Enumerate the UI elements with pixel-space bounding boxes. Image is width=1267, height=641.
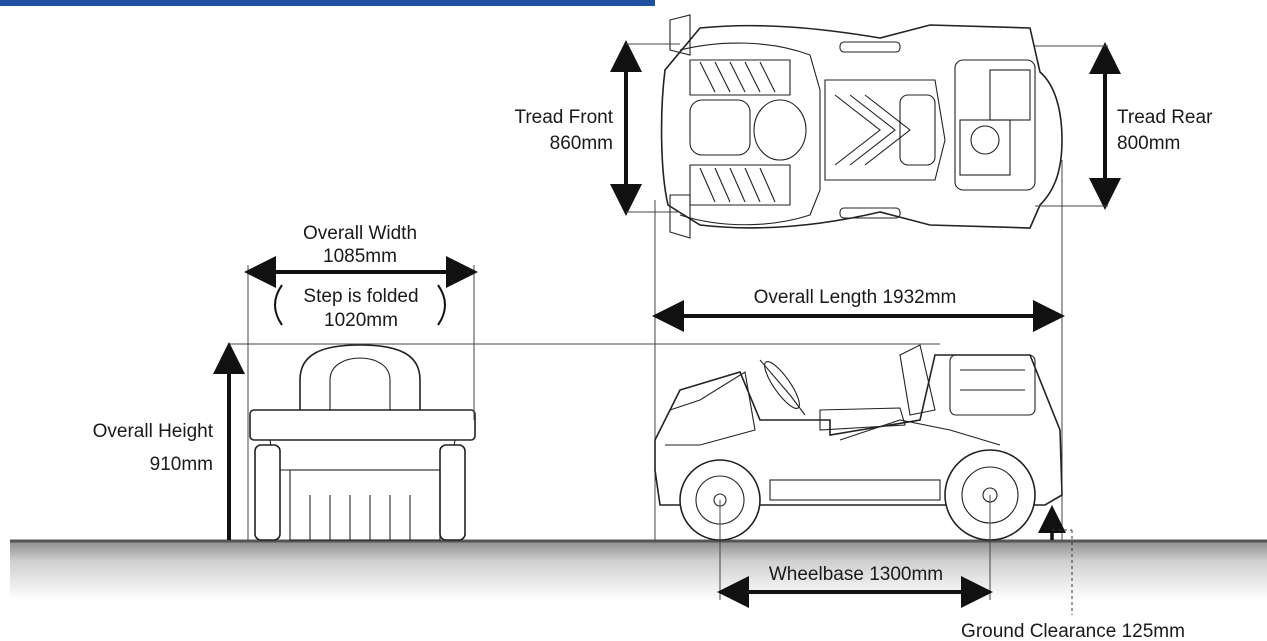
tread-rear-label: Tread Rear	[1117, 107, 1213, 128]
overall-height-label: Overall Height	[93, 421, 214, 442]
overall-length-label: Overall Length 1932mm	[754, 287, 957, 308]
vehicle-side-view	[654, 344, 1063, 541]
overall-width-label: Overall Width	[303, 223, 417, 244]
vehicle-top-view	[660, 14, 1063, 239]
vehicle-front-view	[249, 344, 476, 541]
ground	[10, 539, 1267, 600]
overall-height-value: 910mm	[150, 454, 213, 475]
step-folded-label: Step is folded	[303, 286, 418, 307]
tread-front-label: Tread Front	[514, 107, 613, 128]
ground-clearance-label: Ground Clearance 125mm	[961, 621, 1185, 641]
wheelbase-label: Wheelbase 1300mm	[769, 564, 943, 585]
tread-rear-value: 800mm	[1117, 133, 1180, 154]
step-folded-value: 1020mm	[324, 310, 398, 331]
paren-left	[274, 284, 283, 326]
tread-front-value: 860mm	[550, 133, 613, 154]
overall-width-value: 1085mm	[323, 246, 397, 267]
header-bar	[0, 0, 655, 6]
paren-right	[437, 284, 446, 326]
